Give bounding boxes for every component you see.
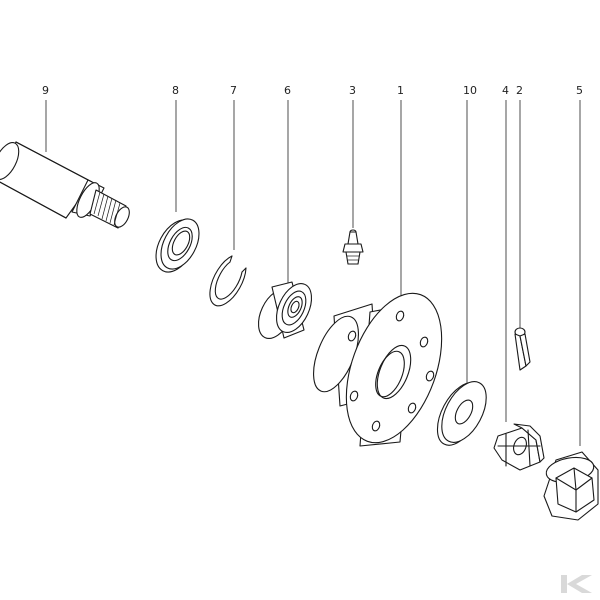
callout-2: 2 [516, 84, 523, 97]
callout-6: 6 [284, 84, 291, 97]
callout-10: 10 [463, 84, 477, 97]
callout-1: 1 [397, 84, 404, 97]
brand-logo [561, 575, 592, 593]
part-circlip [209, 255, 247, 307]
part-seal-ring [155, 218, 200, 273]
part-shaft [0, 141, 130, 229]
callout-3: 3 [349, 84, 356, 97]
part-hub [313, 292, 443, 447]
callout-labels: 9 8 7 6 3 1 10 4 2 5 [42, 84, 583, 97]
callout-5: 5 [576, 84, 583, 97]
callout-7: 7 [230, 84, 237, 97]
part-washer [436, 381, 487, 446]
callout-8: 8 [172, 84, 179, 97]
part-castle-nut [493, 423, 545, 471]
callout-9: 9 [42, 84, 49, 97]
part-cotter-pin [514, 327, 531, 371]
part-bearing [257, 281, 313, 339]
part-grease-nipple [342, 229, 364, 265]
part-hub-cap [543, 451, 599, 521]
callout-4: 4 [502, 84, 509, 97]
leader-lines [45, 100, 581, 446]
